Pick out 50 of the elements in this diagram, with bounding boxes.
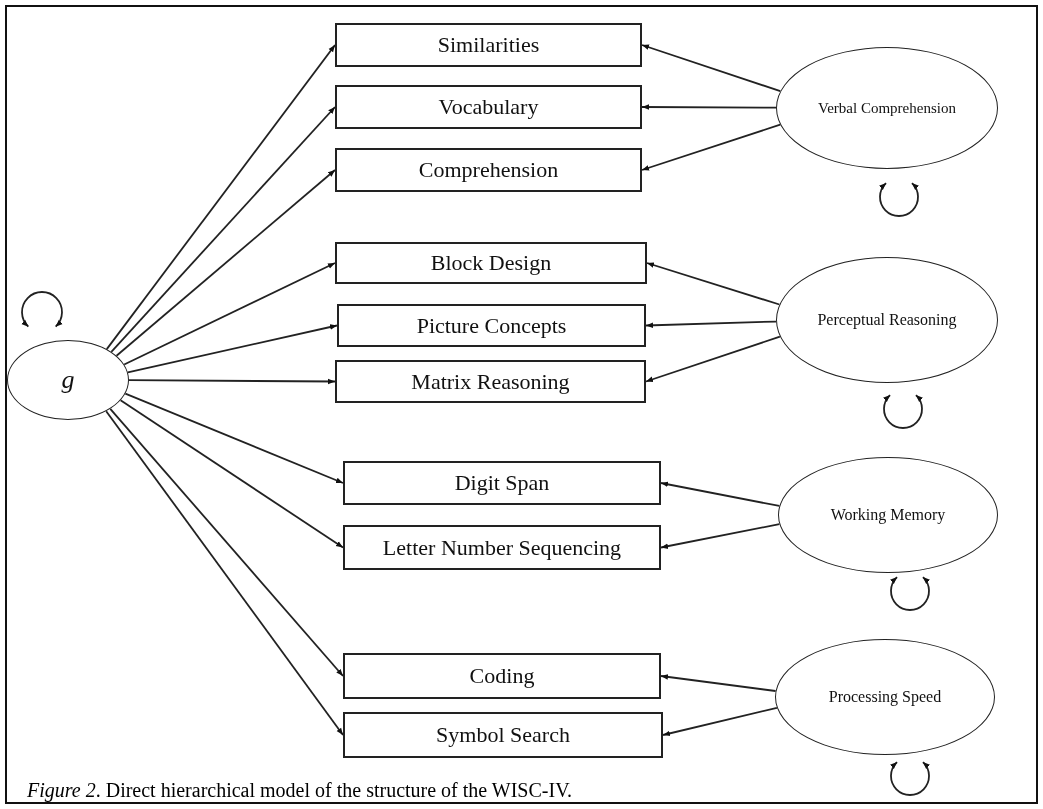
arrow: [123, 262, 336, 366]
subtest-box: [335, 360, 646, 403]
arrow: [641, 104, 777, 110]
arrow: [119, 399, 344, 549]
node-label: Picture Concepts: [416, 312, 567, 339]
node-label: Working Memory: [830, 505, 946, 525]
arrow: [124, 392, 344, 484]
arrow: [645, 335, 781, 383]
arrow: [109, 407, 344, 677]
node-label: Letter Number Sequencing: [382, 534, 622, 561]
node-label: Perceptual Reasoning: [817, 310, 957, 330]
node-label: Vocabulary: [438, 94, 539, 120]
node-label: Coding: [469, 663, 535, 689]
node-label: Processing Speed: [828, 687, 942, 707]
node-label: Block Design: [430, 250, 552, 276]
arrow: [128, 378, 336, 385]
arrow: [105, 44, 336, 350]
node-label: Matrix Reasoning: [411, 368, 570, 395]
arrow: [645, 320, 777, 329]
arrow: [660, 674, 777, 692]
variance-arrow: [890, 576, 930, 611]
subtest-box: [343, 653, 661, 699]
node-label: Verbal Comprehension: [818, 99, 956, 117]
subtest-box: [343, 712, 663, 758]
node-label: g: [61, 364, 75, 396]
variance-arrow: [21, 291, 63, 328]
subtest-box: [335, 148, 642, 192]
subtest-box: [337, 304, 646, 347]
arrow: [110, 106, 336, 353]
subtest-box: [335, 242, 647, 284]
subtest-box: [343, 525, 661, 570]
arrow: [105, 410, 344, 736]
node-label: Comprehension: [418, 157, 559, 183]
latent-ellipse: [7, 340, 129, 420]
arrow: [660, 523, 781, 549]
node-label: Symbol Search: [436, 722, 570, 748]
arrow: [660, 481, 781, 507]
arrow: [646, 262, 781, 306]
arrow: [662, 706, 778, 737]
subtest-box: [343, 461, 661, 505]
subtest-box: [335, 23, 642, 67]
arrow: [115, 169, 336, 357]
variance-arrow: [879, 182, 919, 217]
node-label: Digit Span: [454, 470, 550, 496]
figure-caption: Figure 2. Direct hierarchical model of the structure of the WISC-IV.: [27, 779, 573, 802]
subtest-box: [335, 85, 642, 129]
variance-arrow: [883, 394, 923, 429]
arrow: [126, 324, 338, 374]
node-label: Similarities: [437, 32, 540, 58]
variance-arrow: [890, 761, 930, 796]
